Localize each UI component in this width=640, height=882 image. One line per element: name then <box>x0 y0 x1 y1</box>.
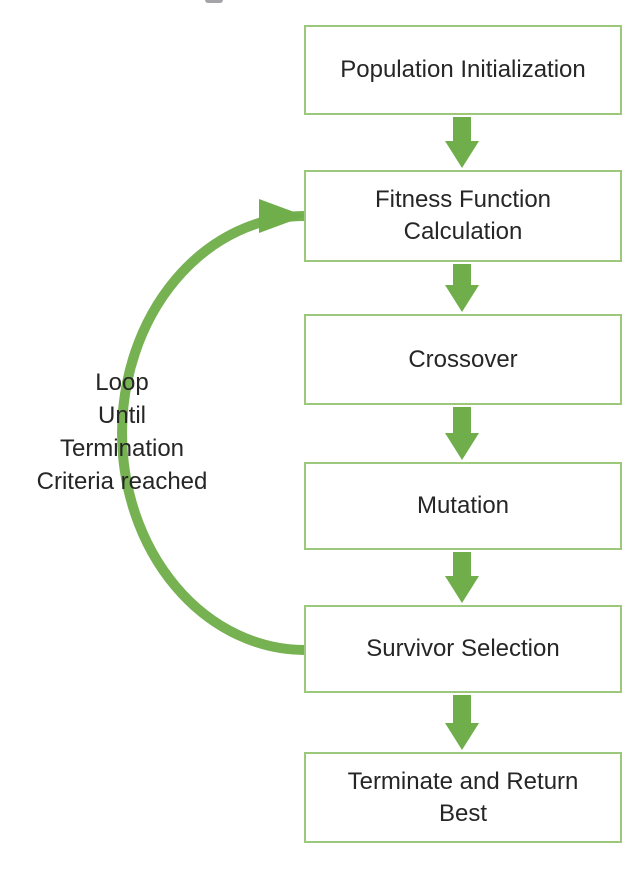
node-crossover: Crossover <box>304 314 622 405</box>
node-label: Population Initialization <box>340 56 586 83</box>
flow-arrow-1 <box>445 117 479 168</box>
cropped-title-fragment <box>205 0 223 3</box>
loop-arrow <box>117 199 306 655</box>
node-survivor-selection: Survivor Selection <box>304 605 622 693</box>
flow-arrow-3 <box>445 407 479 460</box>
node-label: Survivor Selection <box>366 635 560 662</box>
node-population-initialization: Population Initialization <box>304 25 622 115</box>
node-label: Terminate and Return Best <box>347 767 579 827</box>
node-mutation: Mutation <box>304 462 622 550</box>
flow-arrow-5 <box>445 695 479 750</box>
node-terminate-and-return-best: Terminate and Return Best <box>304 752 622 843</box>
loop-condition-line: Loop <box>95 369 149 396</box>
loop-condition-line: Until <box>97 402 146 429</box>
node-label: Fitness Function Calculation <box>374 186 552 245</box>
node-fitness-function-calculation: Fitness Function Calculation <box>304 170 622 262</box>
loop-condition-line: Criteria reached <box>36 468 208 495</box>
flow-arrow-4 <box>445 552 479 603</box>
loop-condition-label: Loop Until Termination Criteria reached <box>2 366 242 498</box>
node-label: Crossover <box>408 345 518 373</box>
node-label: Mutation <box>416 492 510 519</box>
flow-arrow-2 <box>445 264 479 312</box>
loop-condition-line: Termination <box>59 435 185 462</box>
